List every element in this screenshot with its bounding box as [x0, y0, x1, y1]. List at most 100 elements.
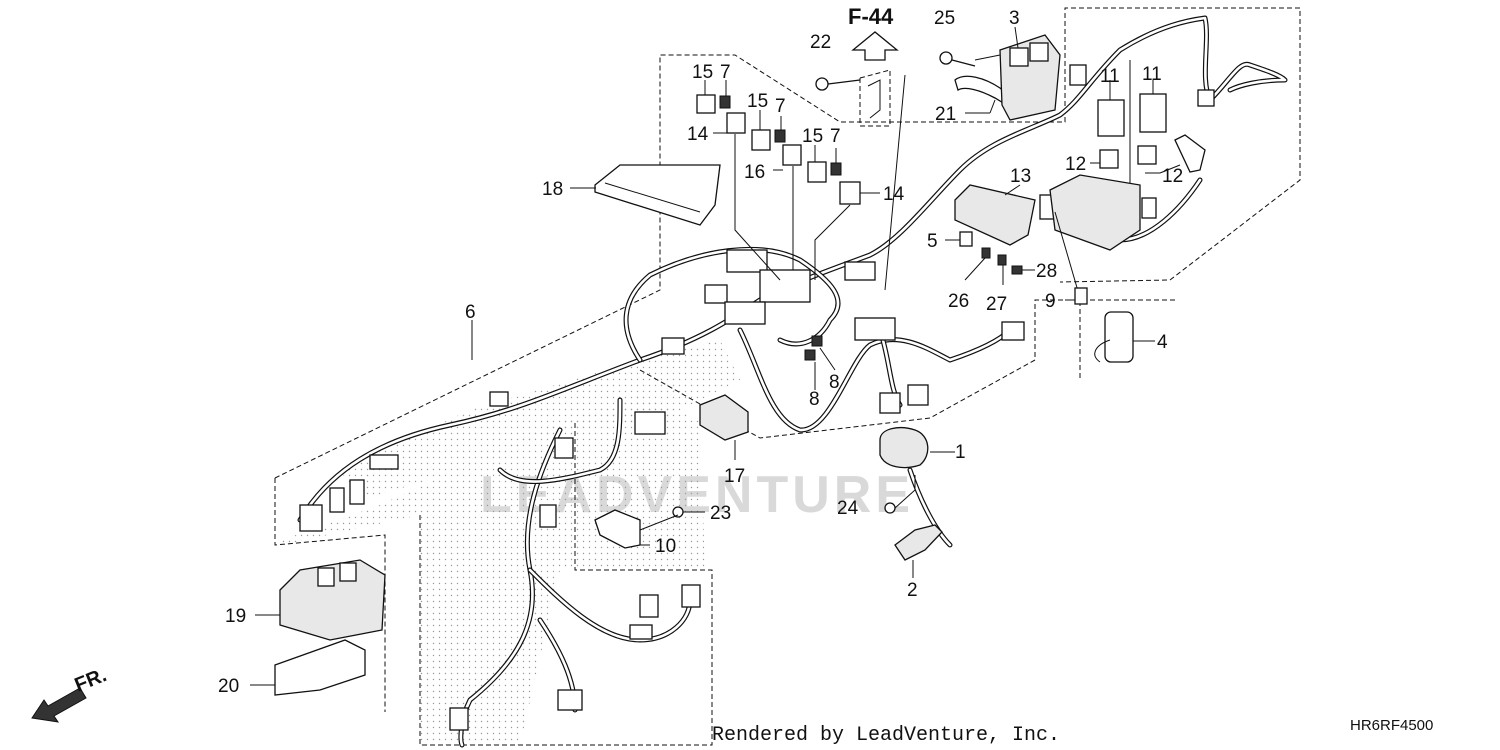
- relay-14: [839, 181, 861, 205]
- group-outline-main: [274, 478, 386, 712]
- connector: [539, 504, 557, 528]
- group-outline-left: [274, 7, 1301, 479]
- label-part-13: 13: [1010, 166, 1031, 187]
- label-part-8b: 8: [829, 372, 840, 393]
- part-4-sensor: [1104, 311, 1134, 363]
- diagram-code: HR6RF4500: [1350, 717, 1433, 734]
- label-part-12a: 12: [1065, 154, 1086, 175]
- relay-16: [782, 144, 802, 166]
- connector: [724, 301, 766, 325]
- label-part-8a: 8: [809, 389, 820, 410]
- connector: [557, 689, 583, 711]
- relay-15: [751, 129, 771, 151]
- connector: [726, 249, 768, 273]
- label-part-15a: 15: [692, 62, 713, 83]
- label-part-11a: 11: [1100, 66, 1120, 87]
- relay-7: [830, 162, 842, 176]
- label-part-26: 26: [948, 291, 969, 312]
- part-19-module: [279, 559, 386, 641]
- label-part-27: 27: [986, 294, 1007, 315]
- part-12-cap: [1099, 149, 1119, 169]
- connector: [629, 624, 653, 640]
- group-outline-fuse: [1079, 299, 1175, 378]
- part-number-labels: 1 2 3 4 5 6 7 7 7 8 8 9 10 11 11 12 12 1…: [218, 8, 1183, 697]
- label-part-7c: 7: [830, 126, 841, 147]
- front-direction-label: FR.: [72, 664, 110, 696]
- label-part-4: 4: [1157, 332, 1168, 353]
- label-part-14b: 14: [883, 184, 905, 205]
- connector: [879, 392, 901, 414]
- part-27-fuse: [997, 254, 1007, 266]
- connector: [1001, 321, 1025, 341]
- part-11-relay: [1139, 93, 1167, 133]
- connector: [299, 504, 323, 532]
- connector: [369, 454, 399, 470]
- label-part-7a: 7: [720, 62, 731, 83]
- label-part-2: 2: [907, 580, 918, 601]
- part-24-bolt: [884, 502, 896, 514]
- part-26-fuse: [981, 247, 991, 259]
- harness-connectors: [299, 64, 1215, 731]
- label-part-16: 16: [744, 162, 765, 183]
- label-part-11b: 11: [1142, 64, 1162, 85]
- part-12-terminal-cover: [1174, 134, 1206, 173]
- label-part-5: 5: [927, 231, 938, 252]
- part-8-clip: [811, 335, 823, 347]
- relay-7: [719, 95, 731, 109]
- label-part-21: 21: [935, 104, 956, 125]
- part-1-ignition-coil: [879, 427, 929, 469]
- connector: [844, 261, 876, 281]
- relay-7: [774, 129, 786, 143]
- label-part-20: 20: [218, 676, 239, 697]
- rendered-by-credit: Rendered by LeadVenture, Inc.: [712, 724, 1060, 747]
- connector: [489, 391, 509, 407]
- part-5-fuse: [959, 231, 973, 247]
- relay-15: [696, 94, 716, 114]
- label-part-15c: 15: [802, 126, 823, 147]
- connector: [1069, 64, 1087, 86]
- label-part-25: 25: [934, 8, 955, 29]
- part-17-relay: [699, 394, 749, 441]
- connector: [681, 584, 701, 608]
- connector: [661, 337, 685, 355]
- part-20-tray: [274, 639, 366, 696]
- connector: [854, 317, 896, 341]
- connector: [639, 594, 659, 618]
- label-part-3: 3: [1009, 8, 1020, 29]
- part-12-cap: [1137, 145, 1157, 165]
- label-part-1: 1: [955, 442, 966, 463]
- connector: [449, 707, 469, 731]
- connector: [704, 284, 728, 304]
- label-part-14a: 14: [687, 124, 709, 145]
- shaded-region-upper: [340, 340, 740, 500]
- connector: [1141, 197, 1157, 219]
- part-22-bolt: [815, 77, 829, 91]
- label-part-6: 6: [465, 302, 476, 323]
- shaded-region-lower: [282, 395, 705, 745]
- relay-14: [726, 112, 746, 134]
- label-part-24: 24: [837, 498, 859, 519]
- fuse-block: [1049, 174, 1141, 251]
- part-13-fuse-box-cover: [954, 184, 1036, 246]
- label-part-12b: 12: [1162, 166, 1183, 187]
- reference-callout: F-44: [848, 4, 894, 29]
- label-part-23: 23: [710, 503, 731, 524]
- reference-arrow-f44: [851, 31, 899, 61]
- part-9-clip: [1074, 287, 1088, 305]
- connector: [1197, 89, 1215, 107]
- group-outline-lower: [419, 420, 713, 746]
- connector: [907, 384, 929, 406]
- label-part-19: 19: [225, 606, 246, 627]
- connector: [759, 269, 811, 303]
- part-8-clip: [804, 349, 816, 361]
- part-11-relay: [1097, 99, 1125, 137]
- label-part-22: 22: [810, 32, 831, 53]
- label-part-9: 9: [1045, 291, 1056, 312]
- label-part-15b: 15: [747, 91, 768, 112]
- label-part-10: 10: [655, 536, 676, 557]
- relay-15: [807, 161, 827, 183]
- label-part-17: 17: [724, 466, 745, 487]
- label-part-28: 28: [1036, 261, 1057, 282]
